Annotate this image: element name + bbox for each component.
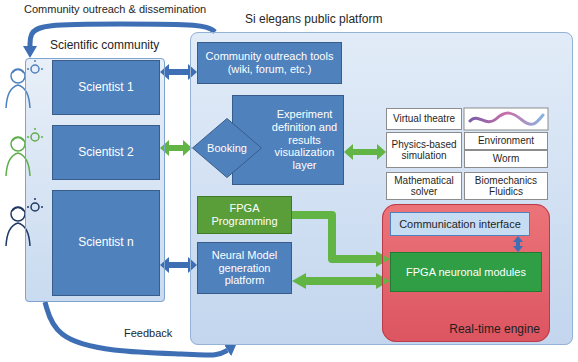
icon-rays [27, 60, 43, 69]
icon-body [6, 85, 30, 108]
decision-diamond: Booking [192, 118, 262, 178]
module-box: Virtual theatre [386, 108, 462, 130]
module-box: FPGA neuronal modules [390, 252, 542, 292]
node-label: Worm [493, 153, 519, 165]
process-box: Neural Model generation platform [197, 242, 292, 294]
module-box: Physics-based simulation [386, 132, 462, 168]
icon-rays [27, 198, 43, 207]
scientist-box: Scientist 2 [52, 125, 160, 180]
icon-head [11, 137, 25, 151]
worm-picture [470, 113, 543, 124]
tool-box: Community outreach tools (wiki, forum, e… [197, 42, 342, 84]
group-heading: Scientific community [50, 39, 159, 53]
engine-panel-fill [382, 204, 550, 342]
group-heading: Si elegans public platform [245, 13, 382, 27]
platform-panel: Si elegans public platformCommunity outr… [190, 32, 573, 345]
interface-box: Communication interface [390, 212, 530, 236]
node-label: Biomechanics Fluidics [467, 175, 545, 198]
module-box: Environment [464, 132, 548, 150]
process-box: FPGA Programming [197, 196, 292, 234]
icon-bulb [31, 203, 39, 211]
connector-arrow [169, 145, 183, 151]
node-label: Scientist 2 [78, 146, 133, 160]
community-panel-fill [25, 58, 165, 302]
node-label: FPGA neuronal modules [406, 266, 526, 279]
node-label: Scientist n [78, 236, 133, 250]
connector-arrow [45, 302, 227, 355]
icon-hair [12, 138, 24, 142]
platform-panel-fill [190, 32, 573, 345]
icon-rays [27, 128, 43, 137]
node-label: Environment [478, 135, 534, 147]
engine-panel: Real-time engine Communication interfaceF… [382, 204, 550, 342]
edge-label: Community outreach & dissemination [22, 3, 208, 16]
icon-body [6, 223, 30, 246]
node-label: Scientist 1 [78, 81, 133, 95]
community-panel: Scientific communityScientist 1Scientist… [25, 58, 165, 302]
node-label: Neural Model generation platform [202, 249, 287, 287]
node-label: Physics-based simulation [389, 139, 459, 162]
node-label: Communication interface [399, 218, 521, 231]
connector-arrow [353, 149, 377, 155]
module-box: Mathematical solver [386, 172, 462, 200]
group-heading: Real-time engine [449, 323, 540, 337]
connector-arrow [292, 215, 376, 259]
scientist-box: Scientist 1 [52, 60, 160, 115]
worm-picture-frame [464, 108, 548, 130]
node-label: FPGA Programming [202, 202, 287, 227]
connector-arrow [516, 242, 520, 246]
connector-arrow [169, 262, 188, 268]
connector-arrow [169, 69, 188, 75]
icon-body [6, 153, 30, 176]
scientist-box: Scientist n [52, 190, 160, 296]
node-label: Mathematical solver [389, 175, 459, 198]
icon-head [11, 207, 25, 221]
module-box: Biomechanics Fluidics [464, 172, 548, 200]
node-label: Booking [207, 142, 247, 155]
connector-arrow [306, 277, 376, 285]
icon-bulb [31, 133, 39, 141]
node-label: Community outreach tools (wiki, forum, e… [202, 50, 337, 75]
icon-bulb [31, 65, 39, 73]
icon-head [11, 69, 25, 83]
module-box: Worm [464, 150, 548, 168]
node-label: Experiment definition and results visual… [269, 108, 340, 171]
node-label: Virtual theatre [393, 113, 455, 125]
icon-hair [12, 208, 24, 212]
icon-hair [12, 70, 24, 74]
edge-label: Feedback [122, 327, 174, 340]
